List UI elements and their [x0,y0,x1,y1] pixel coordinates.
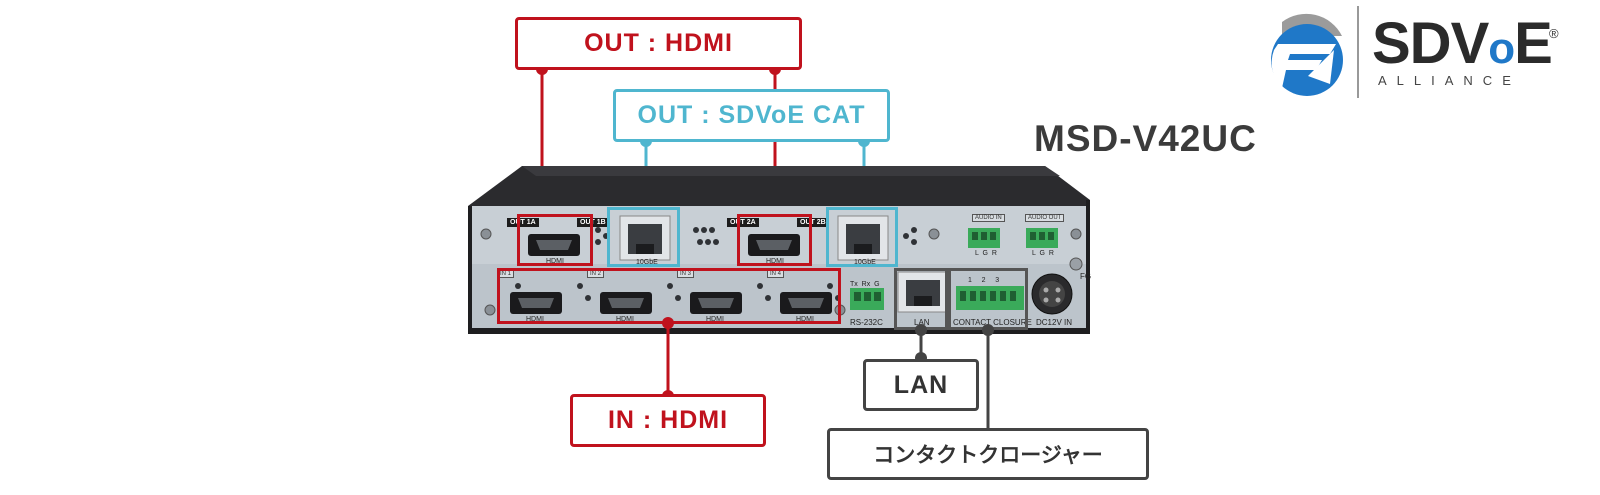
highlight-out-2a [737,214,812,266]
callout-lan: LAN [863,359,979,411]
audio-in-lgr: L G R [975,250,997,257]
callout-contact-closure-text: コンタクトクロージャー [873,444,1103,467]
hdmi-out-2a-label: HDMI [766,258,784,265]
callout-contact-closure: コンタクトクロージャー [827,428,1149,480]
hdmi-in-2-label: HDMI [616,316,634,323]
callout-lan-text: LAN [893,370,949,399]
callout-out-hdmi-text: OUT : HDMI [584,29,733,57]
callout-in-hdmi: IN : HDMI [570,394,766,447]
callout-out-sdvoe: OUT : SDVoE CAT [613,89,890,142]
highlight-in-hdmi [497,268,841,324]
callout-in-hdmi-text: IN : HDMI [607,406,729,434]
logo-alliance-text: ALLIANCE [1378,73,1521,88]
contact-closure-nums: 1 2 3 [968,277,1000,284]
fg-label: FG [1080,272,1092,281]
tengbe-1-label: 10GbE [636,259,658,266]
rs232c-pins: Tx Rx G [850,281,880,288]
highlight-sdvoe-2 [826,207,898,267]
logo-brand-o: o [1488,24,1515,73]
dc-in-label: DC12V IN [1036,318,1073,327]
hdmi-out-1a-label: HDMI [546,258,564,265]
out-2b-tag: OUT 2B [797,218,829,227]
audio-in-tag: AUDIO IN [972,214,1005,222]
highlight-contact [948,268,1028,330]
model-name: MSD-V42UC [1034,118,1257,159]
callout-out-hdmi: OUT : HDMI [515,17,802,70]
lan-port-label: LAN [914,318,930,327]
out-2a-tag: OUT 2A [727,218,759,227]
sdvoe-logo-text: SDVoE [1372,10,1553,77]
highlight-lan [894,268,948,330]
logo-registered-mark: ® [1549,26,1559,41]
contact-closure-label: CONTACT CLOSURE [953,318,1032,327]
rs232c-label: RS-232C [850,318,883,327]
sdvoe-logo-icon [1271,13,1343,96]
audio-out-tag: AUDIO OUT [1025,214,1065,222]
callout-out-sdvoe-text: OUT : SDVoE CAT [637,101,866,129]
hdmi-in-3-label: HDMI [706,316,724,323]
logo-brand-suffix: E [1514,11,1553,76]
hdmi-in-1-label: HDMI [526,316,544,323]
audio-out-lgr: L G R [1032,250,1054,257]
tengbe-2-label: 10GbE [854,259,876,266]
out-1a-tag: OUT 1A [507,218,539,227]
logo-divider [1357,6,1359,98]
highlight-out-1a [517,214,593,266]
hdmi-in-4-label: HDMI [796,316,814,323]
logo-brand-prefix: SDV [1372,11,1489,76]
highlight-sdvoe-1 [607,207,680,267]
